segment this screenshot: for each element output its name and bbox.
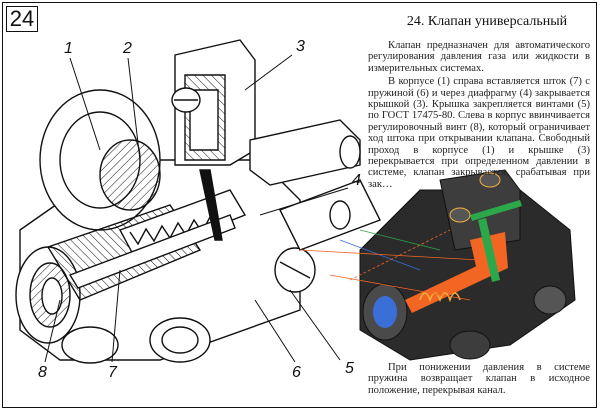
description-text: Клапан предназначен для автоматического … [368,40,590,396]
callout-2: 2 [123,40,132,57]
paragraph: При понижении давления в системе пружина… [368,362,590,396]
callout-8: 8 [38,364,47,381]
line-drawing [15,39,381,364]
paragraph: Клапан предназначен для автоматического … [368,40,590,74]
callout-6: 6 [292,364,301,381]
callout-4: 4 [352,172,361,189]
color-leaders [299,229,481,301]
leader-lines [44,54,349,363]
paragraph: В корпусе (1) справа вставляется шток (7… [368,76,590,190]
callout-7: 7 [108,364,117,381]
diaphragm-highlight [478,218,500,282]
rendered-cutaway [359,169,576,361]
page-frame [2,2,597,408]
callout-3: 3 [296,38,305,55]
document-title: 24. Клапан универсальный [406,14,568,29]
callout-1: 1 [64,40,73,57]
seat-insert [373,296,397,328]
plate-number: 24 [6,6,38,32]
callout-5: 5 [345,360,354,377]
